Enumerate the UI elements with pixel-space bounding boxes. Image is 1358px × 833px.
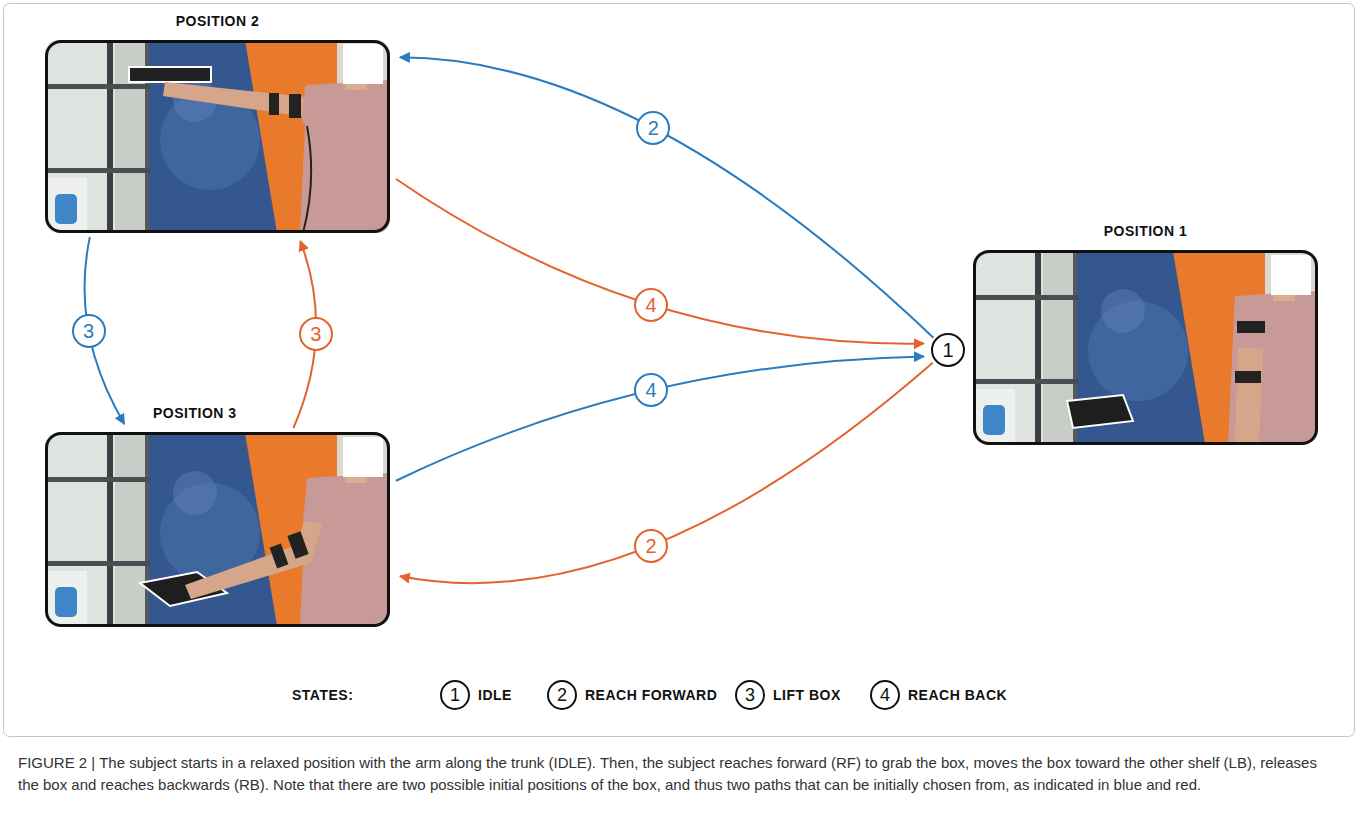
- photo-panel: POSITION 1: [973, 250, 1318, 445]
- state-number: 3: [745, 686, 755, 704]
- photo-panel: POSITION 3: [45, 432, 390, 627]
- photo-position-3: [45, 432, 390, 627]
- legend-text: IDLE: [478, 687, 512, 703]
- transition-arrow: [396, 356, 924, 480]
- state-number: 4: [880, 686, 890, 704]
- legend-circle: 3: [735, 680, 765, 710]
- edge-label: 3: [299, 317, 333, 351]
- edge-label: 3: [72, 314, 106, 348]
- position-heading: POSITION 2: [176, 13, 260, 29]
- photo-panel: POSITION 2: [45, 40, 390, 233]
- edge-label: 4: [634, 288, 668, 322]
- state-number: 2: [557, 686, 567, 704]
- legend-circle: 1: [440, 680, 470, 710]
- state-number: 1: [450, 686, 460, 704]
- transition-arrow: [400, 57, 933, 337]
- photo-position-1: [973, 250, 1318, 445]
- state-circle: 1: [931, 333, 965, 367]
- legend-circle: 2: [547, 680, 577, 710]
- position-heading: POSITION 3: [153, 405, 237, 421]
- legend-text: REACH FORWARD: [585, 687, 717, 703]
- transition-arrow: [396, 179, 924, 344]
- edge-label: 2: [634, 529, 668, 563]
- figure-caption: FIGURE 2 | The subject starts in a relax…: [18, 752, 1340, 796]
- transition-arrow: [400, 363, 933, 583]
- position-heading: POSITION 1: [1104, 223, 1188, 239]
- legend-heading: STATES:: [292, 687, 353, 703]
- legend-circle: 4: [870, 680, 900, 710]
- edge-label: 4: [634, 373, 668, 407]
- edge-label: 2: [636, 111, 670, 145]
- legend-text: LIFT BOX: [773, 687, 841, 703]
- state-number: 1: [942, 340, 953, 360]
- photo-position-2: [45, 40, 390, 233]
- legend-text: REACH BACK: [908, 687, 1007, 703]
